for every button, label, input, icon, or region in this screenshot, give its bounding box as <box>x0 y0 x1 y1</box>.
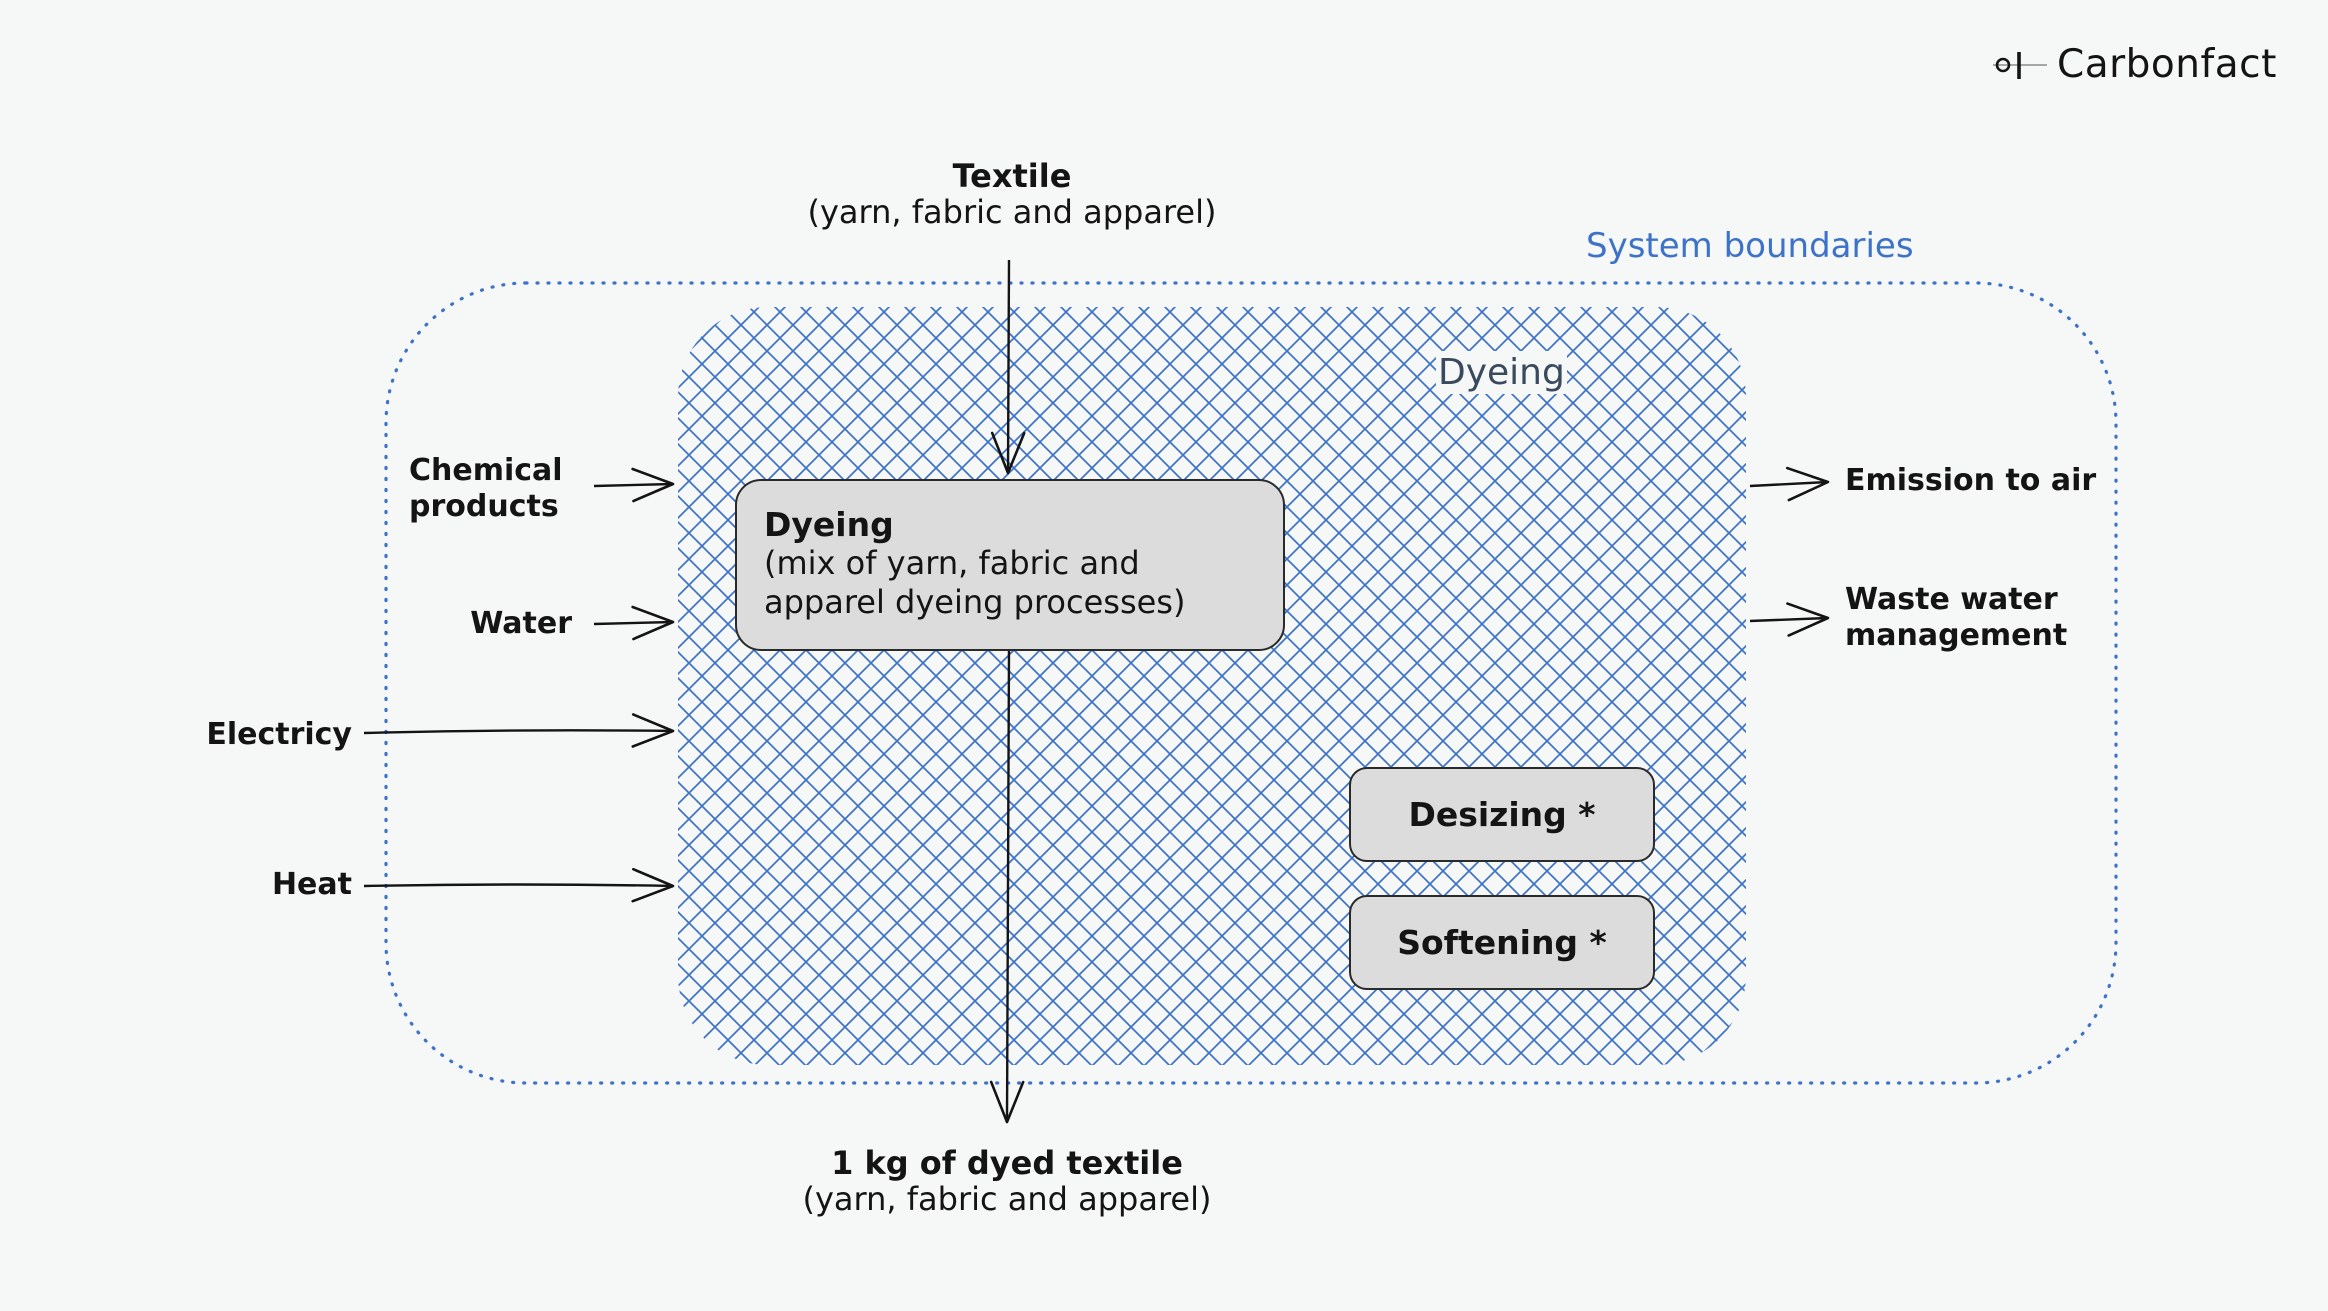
electricity-label: Electricy <box>206 717 352 752</box>
chemical-products-label-line1: Chemical <box>409 453 563 488</box>
dyeing-stage-label: Dyeing <box>1436 351 1567 395</box>
desizing-label: Desizing * <box>1408 794 1596 834</box>
waste-water-label-line1: Waste water <box>1845 582 2058 617</box>
carbonfact-logo-icon <box>1993 52 2047 79</box>
softening-process-box: Softening * <box>1349 895 1655 990</box>
system-boundaries-label: System boundaries <box>1586 226 1914 266</box>
dyeing-process-box: Dyeing (mix of yarn, fabric and apparel … <box>735 479 1285 651</box>
system-boundary <box>384 281 2118 1085</box>
arrow-waste-water <box>1749 602 1830 637</box>
arrow-dyed-textile-out <box>989 647 1025 1124</box>
arrow-chemical-products <box>593 467 675 503</box>
chemical-products-label-line2: products <box>409 489 559 524</box>
arrow-emission-to-air <box>1749 466 1830 502</box>
dyeing-process-title: Dyeing <box>764 505 894 544</box>
arrow-water <box>593 605 675 641</box>
heat-label: Heat <box>271 867 352 902</box>
emission-to-air-label: Emission to air <box>1845 463 2097 498</box>
desizing-process-box: Desizing * <box>1349 767 1655 862</box>
dyeing-process-line2: apparel dyeing processes) <box>764 583 1186 621</box>
arrow-electricity <box>363 713 675 748</box>
brand-name: Carbonfact <box>2057 42 2277 87</box>
arrow-textile-in <box>990 259 1026 475</box>
arrow-heat <box>363 867 675 903</box>
water-label: Water <box>470 606 572 641</box>
dyed-textile-output-title: 1 kg of dyed textile <box>831 1144 1183 1182</box>
textile-input-title: Textile <box>952 157 1072 195</box>
textile-input-subtitle: (yarn, fabric and apparel) <box>807 193 1217 231</box>
dyed-textile-output-subtitle: (yarn, fabric and apparel) <box>802 1180 1212 1218</box>
softening-label: Softening * <box>1397 922 1607 962</box>
dyeing-process-line1: (mix of yarn, fabric and <box>764 544 1140 582</box>
waste-water-label-line2: management <box>1845 618 2068 653</box>
